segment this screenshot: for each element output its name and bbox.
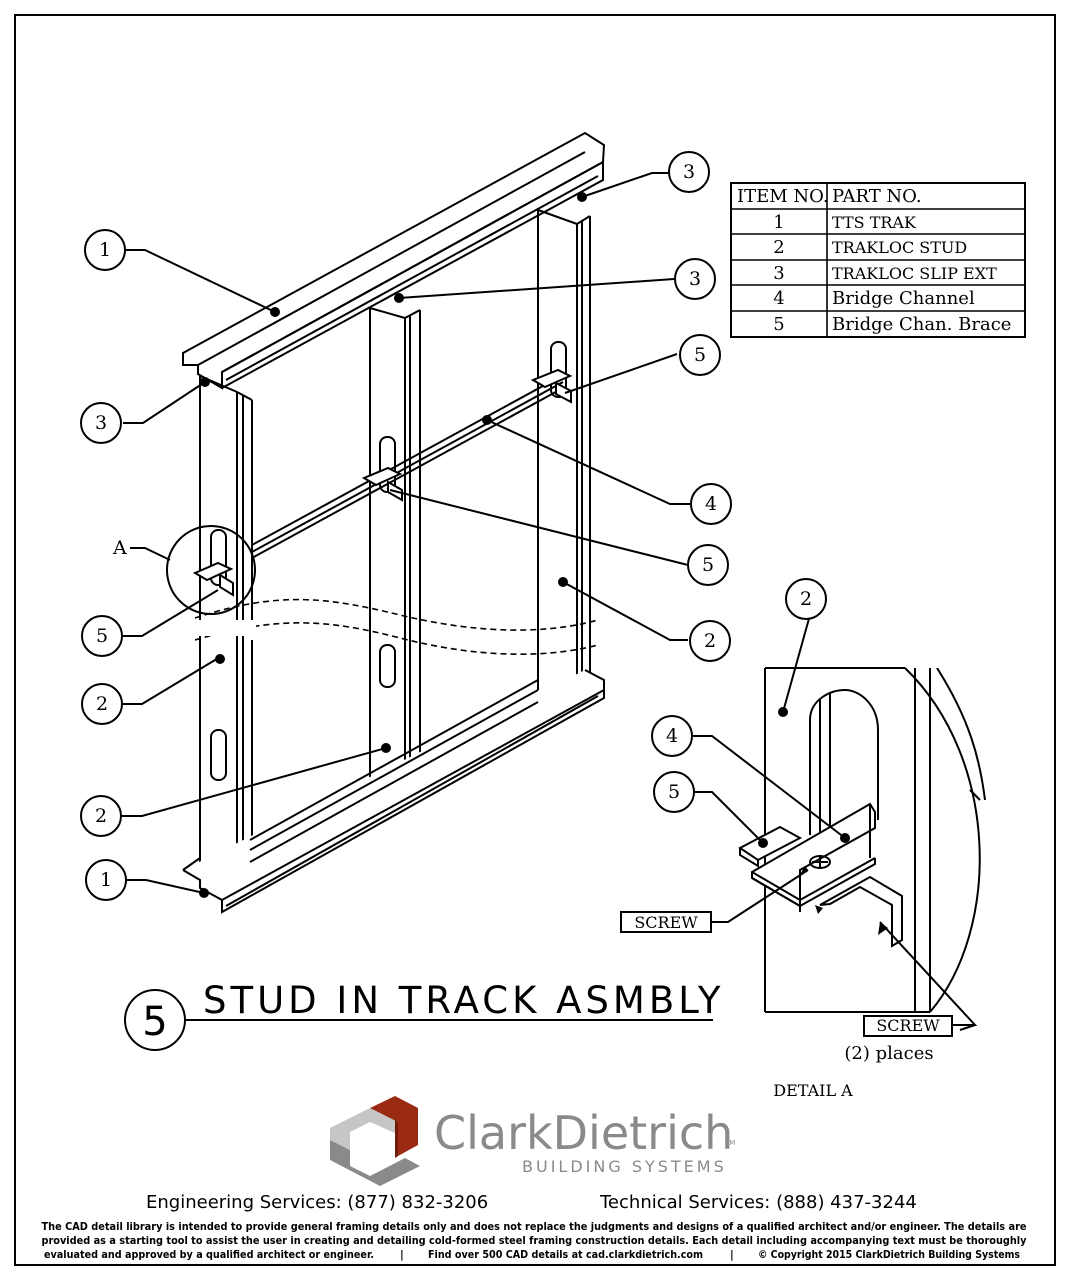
logo-subtitle: BUILDING SYSTEMS [522, 1157, 727, 1176]
break-lines [194, 598, 599, 655]
callout-2-left: 2 [96, 693, 108, 715]
callout-4: 4 [705, 493, 717, 515]
detail-callout-bubbles [651, 578, 827, 813]
callout-3-top-right: 3 [683, 161, 695, 183]
engineering-services: Engineering Services: (877) 832-3206 [146, 1192, 488, 1213]
callout-5-right: 5 [694, 344, 706, 366]
screw-label-box-2 [863, 1015, 953, 1037]
table-row-part: TTS TRAK [832, 213, 917, 232]
table-header-part: PART NO. [832, 186, 922, 207]
detail-a-title: DETAIL A [773, 1081, 853, 1100]
leader-dots [199, 192, 587, 898]
detail-callout-4: 4 [666, 725, 678, 747]
bridge-channel [251, 374, 564, 559]
callout-1-bottom: 1 [100, 869, 112, 891]
table-row-item: 2 [773, 237, 784, 258]
detail-a-circle [166, 525, 256, 615]
logo-trademark: TM [724, 1139, 735, 1147]
detail-a-leaders [693, 600, 978, 1031]
stud-slots [210, 341, 567, 781]
drawing-title-text: STUD IN TRACK ASMBLY [203, 979, 725, 1022]
drawing-title: 5 STUD IN TRACK ASMBLY [124, 979, 725, 1051]
sheet-border [14, 14, 1056, 1266]
callout-3-left: 3 [95, 412, 107, 434]
disclaimer-line-3-c: © Copyright 2015 ClarkDietrich Building … [758, 1250, 1020, 1261]
table-row-item: 5 [773, 314, 784, 335]
disclaimer-line-3-a: evaluated and approved by a qualified ar… [44, 1250, 374, 1261]
disclaimer-separator: | [730, 1250, 734, 1261]
logo-mark-grey [330, 1140, 420, 1186]
detail-a-drawing [738, 667, 986, 1013]
bottom-track [182, 669, 605, 914]
detail-callout-5: 5 [668, 781, 680, 803]
drawing-number: 5 [142, 999, 167, 1045]
logo-mark-light [330, 1108, 395, 1150]
callout-1-top: 1 [99, 239, 111, 261]
detail-a-dots [758, 707, 888, 935]
assembly-drawing [182, 131, 606, 914]
table-row-part: TRAKLOC SLIP EXT [832, 264, 997, 283]
callout-2-bottom: 2 [95, 805, 107, 827]
table-row-part: TRAKLOC STUD [832, 238, 967, 257]
table-row-item: 1 [773, 212, 784, 233]
table-row-item: 4 [773, 288, 784, 309]
callout-3-mid: 3 [689, 268, 701, 290]
callout-bubbles [80, 151, 732, 901]
middle-stud [369, 307, 421, 800]
screw-places: (2) places [844, 1043, 933, 1064]
disclaimer-line-2: provided as a starting tool to assist th… [42, 1236, 1027, 1247]
callout-2-right: 2 [704, 630, 716, 652]
screw-label-1: SCREW [634, 913, 698, 932]
screw-label-2: SCREW [876, 1016, 940, 1035]
table-row-part: Bridge Channel [832, 288, 975, 309]
technical-services: Technical Services: (888) 437-3244 [599, 1192, 917, 1213]
logo-wordmark: ClarkDietrich [434, 1106, 733, 1160]
screw-label-box-1 [620, 911, 712, 933]
callout-5-mid: 5 [702, 554, 714, 576]
detail-a-label: A [112, 537, 127, 559]
table-row-item: 3 [773, 263, 784, 284]
parts-table: ITEM NO. PART NO. 1 TTS TRAK 2 TRAKLOC S… [730, 182, 1026, 338]
table-row-part: Bridge Chan. Brace [832, 314, 1011, 335]
disclaimer-line-3-b: Find over 500 CAD details at cad.clarkdi… [428, 1250, 703, 1261]
table-header-item: ITEM NO. [737, 186, 829, 207]
clarkdietrich-logo: ClarkDietrich TM BUILDING SYSTEMS [330, 1096, 735, 1186]
disclaimer-line-1: The CAD detail library is intended to pr… [42, 1222, 1027, 1233]
callout-5-left: 5 [96, 625, 108, 647]
detail-callout-2: 2 [800, 588, 812, 610]
disclaimer-separator: | [400, 1250, 404, 1261]
callouts [122, 172, 690, 894]
top-track [182, 131, 606, 390]
logo-mark-red [370, 1096, 418, 1156]
